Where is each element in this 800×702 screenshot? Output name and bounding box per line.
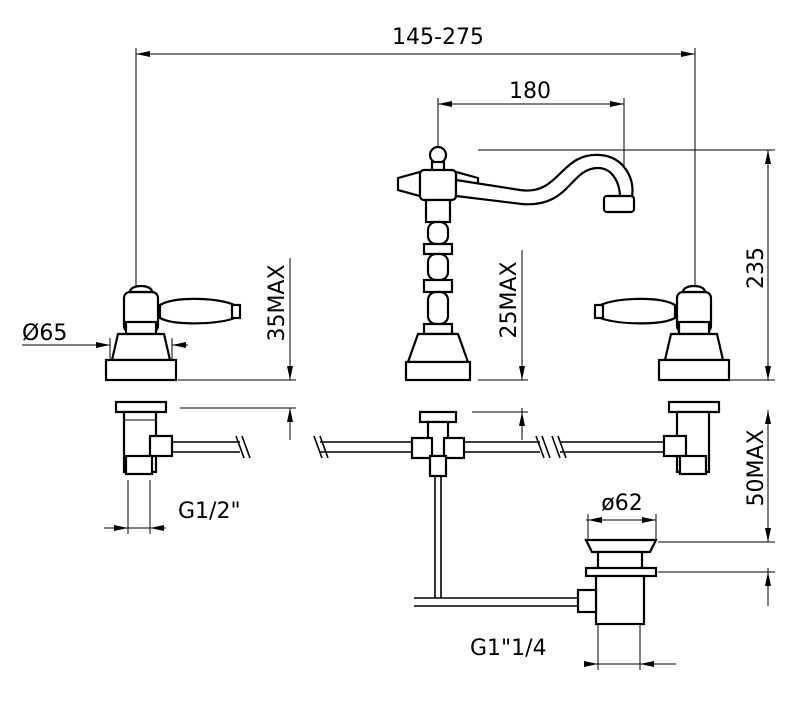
spout-height-label: 235 (744, 247, 769, 289)
spout-body-height-label: 25MAX (497, 261, 522, 338)
overall-width-label: 145-275 (392, 25, 484, 50)
central-spout (313, 145, 636, 607)
left-valve (104, 284, 251, 476)
drain-thread-label: G1"1/4 (470, 636, 547, 661)
max-deck-thickness-label: 50MAX (744, 429, 769, 506)
spout-reach-label: 180 (509, 79, 551, 104)
drain-assembly (576, 538, 658, 626)
side-valve-thread-label: G1/2" (178, 499, 241, 524)
left-handle-diameter-label: Ø65 (22, 321, 67, 346)
left-handle-height-label: 35MAX (265, 264, 290, 341)
right-valve (551, 284, 731, 476)
drain-diameter-label: ø62 (601, 491, 642, 516)
